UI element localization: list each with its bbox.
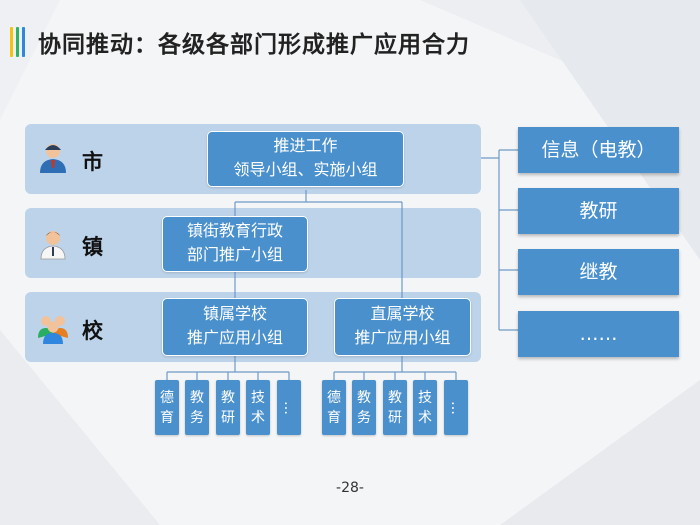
title-accent-green bbox=[16, 27, 19, 57]
title-bar: 协同推动：各级各部门形成推广应用合力 bbox=[10, 22, 470, 62]
direct-school-node-line1: 直属学校 bbox=[370, 304, 435, 323]
level-label-city: 市 bbox=[82, 150, 103, 174]
leaf-more-2: … bbox=[444, 380, 468, 435]
leaf-char: 技 bbox=[251, 389, 265, 406]
leaf-teaching-research-1: 教 研 bbox=[216, 380, 240, 435]
leaf-char: 研 bbox=[388, 409, 402, 426]
leaf-moral-ed-1: 德 育 bbox=[155, 380, 179, 435]
leaf-char: 德 bbox=[160, 389, 174, 406]
leaf-char: 育 bbox=[160, 409, 174, 426]
leaf-more-1: … bbox=[277, 380, 301, 435]
leaf-char: 术 bbox=[251, 409, 265, 426]
leaf-char: 术 bbox=[418, 409, 432, 426]
page-number: -28- bbox=[336, 480, 364, 496]
town-node-line2: 部门推广小组 bbox=[186, 245, 283, 264]
title-accent-blue bbox=[22, 27, 25, 57]
leaf-char: 教 bbox=[357, 389, 371, 406]
leaf-char: 德 bbox=[327, 389, 341, 406]
leaf-academic-affairs-1: 教 务 bbox=[185, 380, 209, 435]
leaf-char: … bbox=[448, 400, 464, 415]
page-title: 协同推动：各级各部门形成推广应用合力 bbox=[38, 32, 470, 58]
town-node-line1: 镇街教育行政 bbox=[186, 221, 283, 240]
title-accent-yellow bbox=[10, 27, 13, 57]
side-node-research: 教研 bbox=[518, 188, 679, 234]
city-node: 推进工作 领导小组、实施小组 bbox=[207, 131, 404, 187]
level-label-town: 镇 bbox=[82, 235, 103, 259]
city-node-line1: 推进工作 bbox=[273, 136, 338, 155]
leaf-char: 技 bbox=[418, 389, 432, 406]
group-people-icon bbox=[38, 316, 68, 344]
leaf-moral-ed-2: 德 育 bbox=[322, 380, 346, 435]
leaf-academic-affairs-2: 教 务 bbox=[352, 380, 376, 435]
town-school-node: 镇属学校 推广应用小组 bbox=[162, 298, 308, 356]
leaf-teaching-research-2: 教 研 bbox=[383, 380, 407, 435]
leaf-char: 务 bbox=[190, 409, 204, 426]
town-node: 镇街教育行政 部门推广小组 bbox=[162, 216, 308, 272]
leaf-char: 教 bbox=[388, 389, 402, 406]
side-node-info: 信息（电教） bbox=[518, 127, 679, 173]
level-label-school: 校 bbox=[82, 319, 103, 343]
leaf-char: 务 bbox=[357, 409, 371, 426]
official-person-icon bbox=[40, 144, 66, 173]
town-school-node-line2: 推广应用小组 bbox=[186, 328, 283, 347]
leaf-technology-2: 技 术 bbox=[413, 380, 437, 435]
direct-school-node-line2: 推广应用小组 bbox=[354, 328, 451, 347]
leaf-char: … bbox=[281, 400, 297, 415]
side-node-more: …… bbox=[518, 311, 679, 357]
town-school-node-line1: 镇属学校 bbox=[202, 304, 267, 323]
city-node-line2: 领导小组、实施小组 bbox=[233, 160, 378, 179]
leaf-char: 育 bbox=[327, 409, 341, 426]
side-node-continuing-edu: 继教 bbox=[518, 249, 679, 295]
leaf-char: 研 bbox=[221, 409, 235, 426]
direct-school-node: 直属学校 推广应用小组 bbox=[334, 298, 471, 356]
leaf-char: 教 bbox=[221, 389, 235, 406]
leaf-char: 教 bbox=[190, 389, 204, 406]
leaf-technology-1: 技 术 bbox=[246, 380, 270, 435]
person-icon bbox=[40, 231, 66, 260]
